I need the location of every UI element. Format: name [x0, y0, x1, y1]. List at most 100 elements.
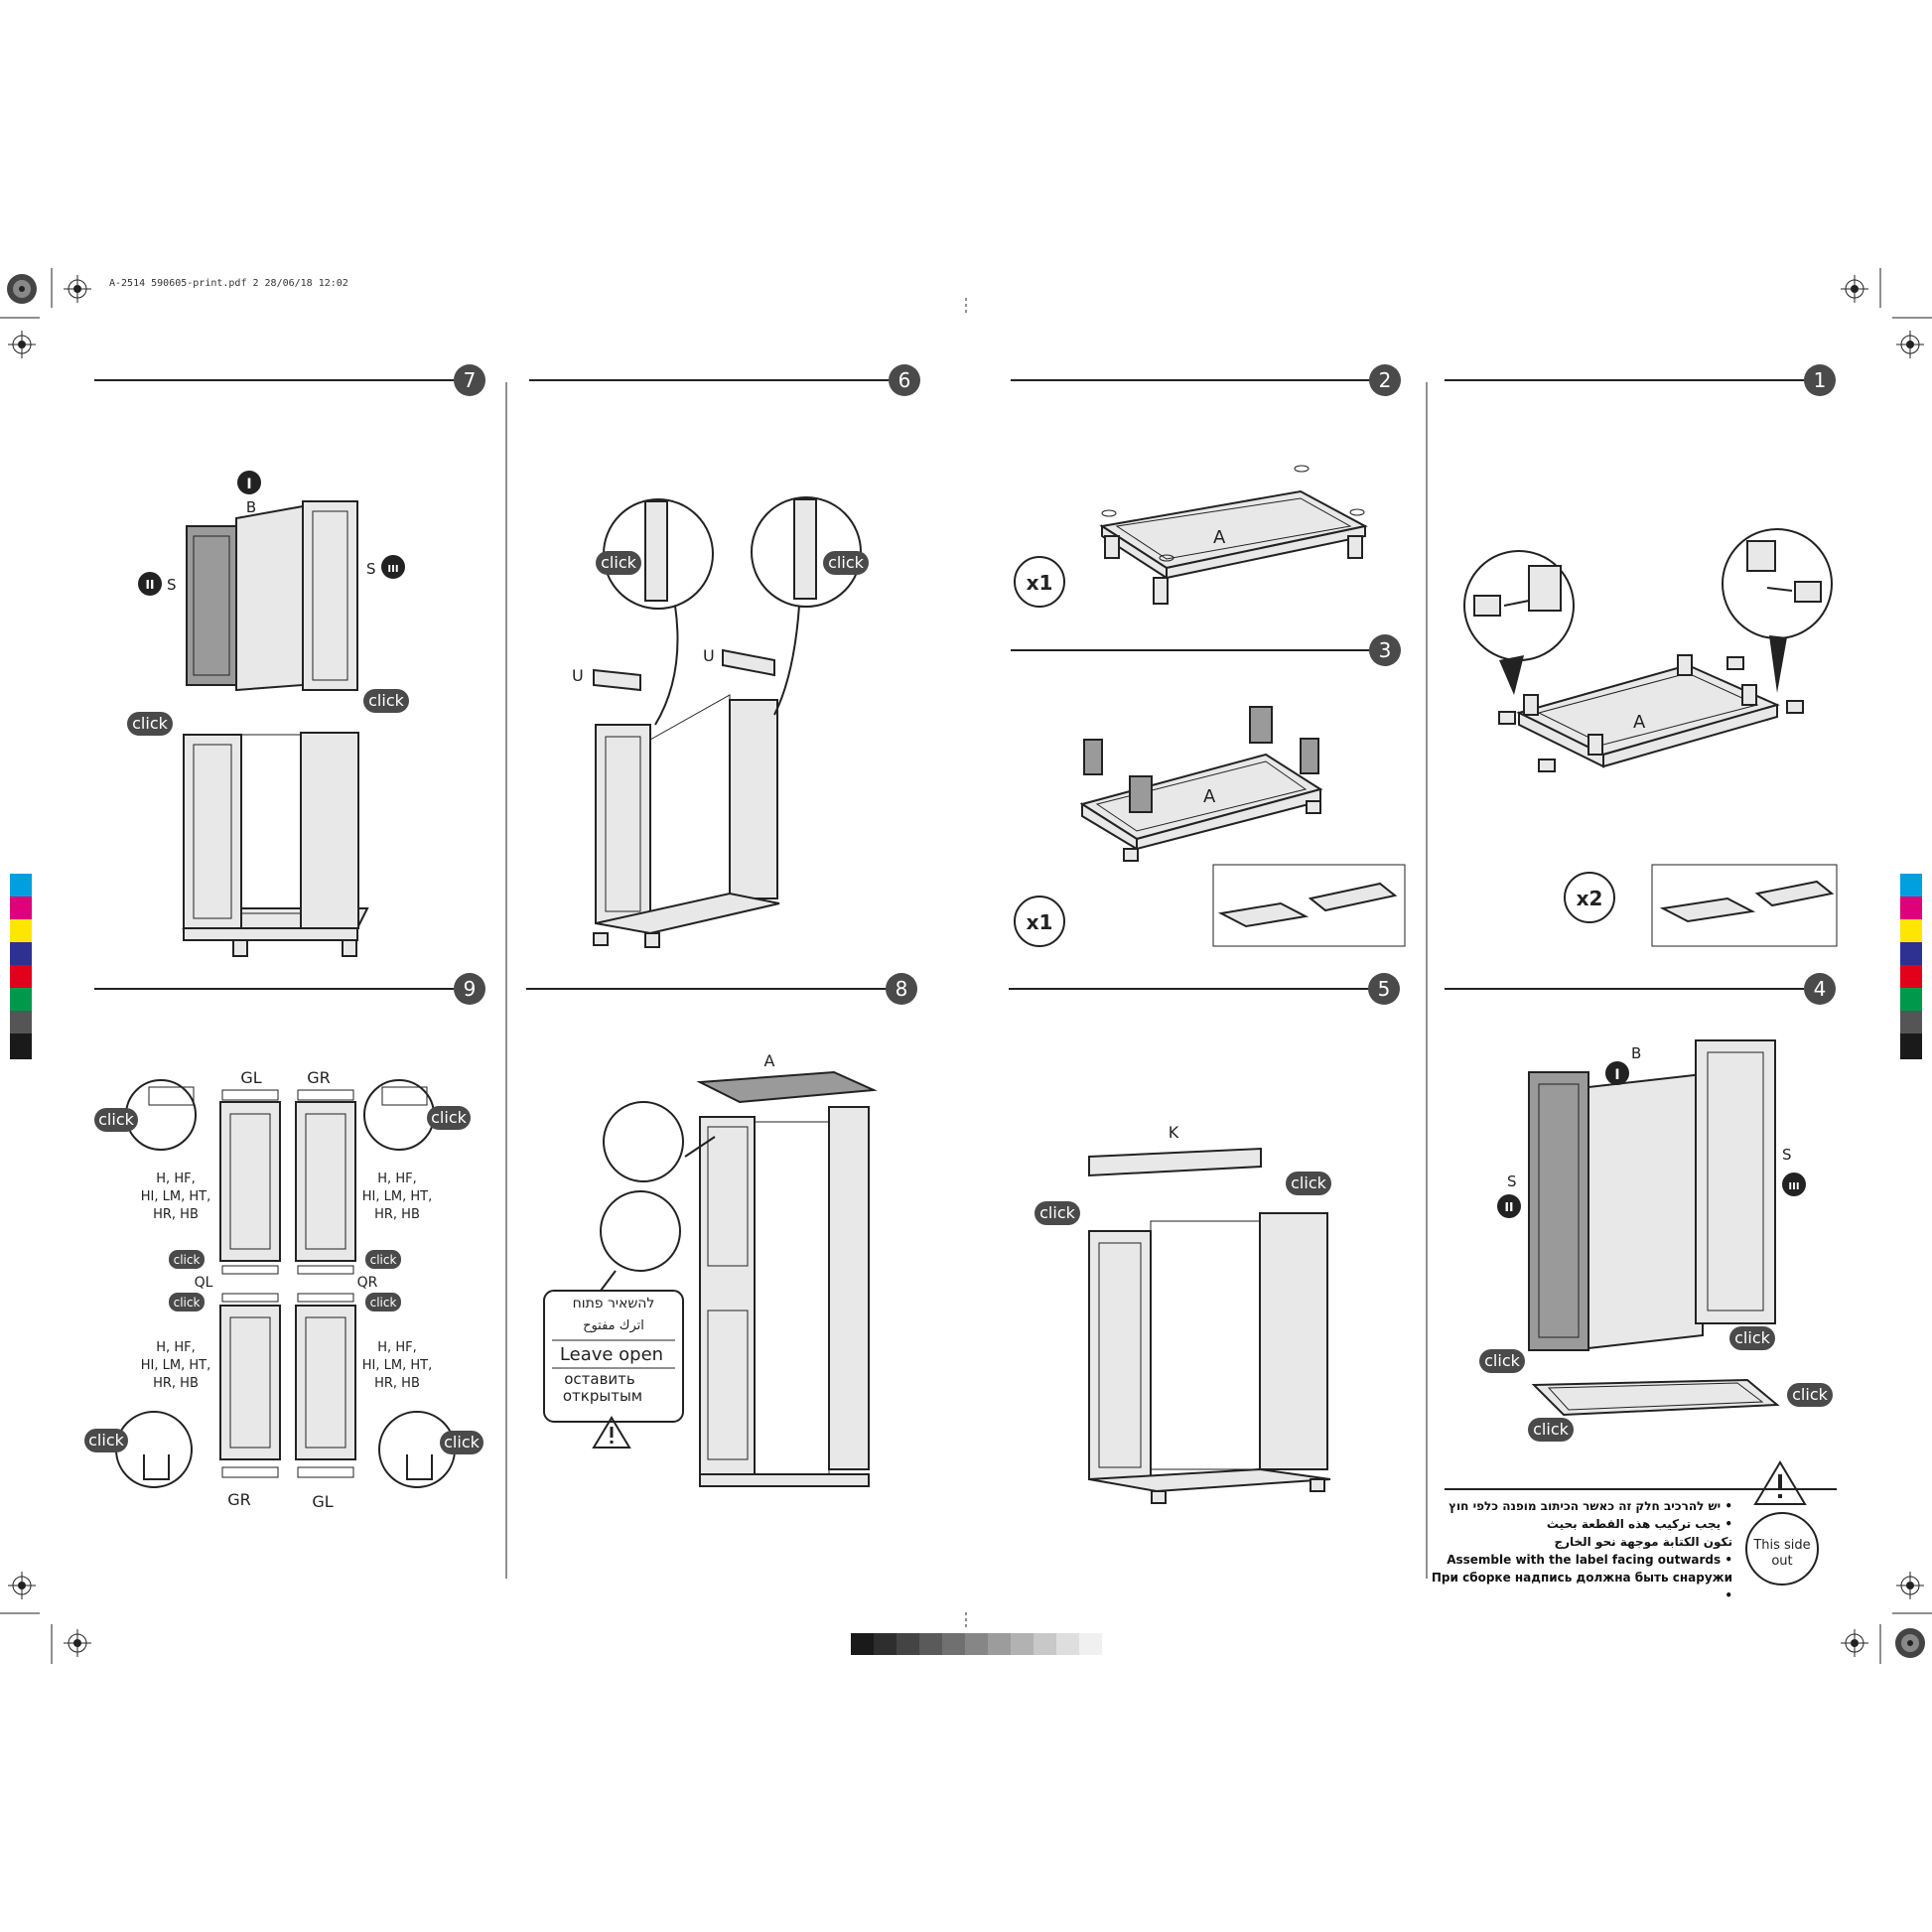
svg-text:click: click: [88, 1431, 124, 1449]
click-bubble: click: [365, 1250, 401, 1269]
click-bubble: click: [1286, 1172, 1331, 1195]
part-label-gl: GL: [240, 1068, 261, 1087]
step-9-illustration: GL GR GR GL QL QR H, HF, HI, LM, HT, HR,…: [84, 1068, 483, 1511]
crosshair-icon: [1841, 275, 1868, 303]
this-side-out-badge: This side out: [1745, 1512, 1819, 1586]
svg-text:click: click: [431, 1108, 467, 1127]
screw-icon: [1101, 465, 1365, 562]
svg-text:HI, LM, HT,: HI, LM, HT,: [362, 1189, 432, 1204]
note-arabic: تكون الكتابة موجهة نحو الخارج: [1554, 1535, 1732, 1549]
door-codes-top-right: H, HF, HI, LM, HT, HR, HB: [362, 1172, 432, 1222]
click-bubble: click: [1528, 1418, 1574, 1442]
crosshair-icon: [1841, 1629, 1868, 1657]
part-label-k: K: [1169, 1123, 1179, 1142]
click-bubble: click: [1035, 1201, 1080, 1225]
grayscale-swatch: [897, 1633, 919, 1655]
roman-numeral: II: [146, 578, 155, 592]
grayscale-swatch: [919, 1633, 942, 1655]
note-russian: При сборке надпись должна быть снаружи •: [1431, 1571, 1732, 1602]
grayscale-swatch: [988, 1633, 1011, 1655]
label-orientation-note: יש להרכיב חלק זה כאשר הכיתוב מופנה כלפי …: [1430, 1497, 1732, 1604]
svg-text:HI, LM, HT,: HI, LM, HT,: [362, 1358, 432, 1373]
click-bubble: click: [365, 1293, 401, 1311]
svg-text:HR, HB: HR, HB: [153, 1207, 199, 1222]
crosshair-icon: [8, 331, 36, 358]
click-bubble: click: [127, 712, 173, 736]
grayscale-swatch: [851, 1633, 874, 1655]
svg-text:click: click: [98, 1110, 134, 1129]
click-bubble: click: [169, 1250, 205, 1269]
part-label-gr: GR: [307, 1068, 331, 1087]
quantity-label: x1: [1027, 571, 1053, 595]
part-label-b: B: [246, 498, 256, 516]
click-bubble: click: [427, 1106, 471, 1130]
svg-text:HR, HB: HR, HB: [153, 1376, 199, 1391]
click-bubble: click: [84, 1429, 128, 1452]
svg-text:click: click: [132, 714, 168, 733]
svg-text:click: click: [370, 1296, 397, 1310]
step-header-9: 9: [94, 973, 485, 1005]
part-label-u: U: [572, 666, 584, 685]
step-6-illustration: U U click click: [572, 496, 869, 948]
step-header-2: 2: [1011, 364, 1401, 396]
step-4-illustration: I B S II S III click click click click: [1445, 1039, 1837, 1586]
step-number: 9: [464, 977, 477, 1001]
grayscale-swatch: [1056, 1633, 1079, 1655]
part-label-ql: QL: [195, 1275, 213, 1291]
grayscale-swatch: [874, 1633, 897, 1655]
door-codes-bottom-right: H, HF, HI, LM, HT, HR, HB: [362, 1340, 432, 1391]
svg-text:click: click: [1039, 1203, 1075, 1222]
step-8-illustration: A להשאיר פתוח اترك مفتوح Leave open оста…: [543, 1051, 878, 1487]
svg-text:click: click: [174, 1296, 201, 1310]
click-bubble: click: [363, 689, 409, 713]
print-info: A-2514 590605-print.pdf 2 28/06/18 12:02: [109, 278, 348, 289]
step-header-8: 8: [526, 973, 917, 1005]
svg-text:click: click: [1484, 1351, 1520, 1370]
leave-open-hebrew: להשאיר פתוח: [573, 1296, 655, 1311]
step-header-5: 5: [1009, 973, 1400, 1005]
click-bubble: click: [440, 1431, 483, 1454]
crosshair-icon: [1896, 1572, 1924, 1599]
step-header-1: 1: [1445, 364, 1836, 396]
step-2-illustration: A x1: [1014, 465, 1368, 608]
step-5-illustration: K click click: [1035, 1123, 1331, 1504]
leave-open-russian: открытым: [563, 1387, 642, 1405]
click-bubble: click: [94, 1108, 138, 1132]
svg-text:click: click: [370, 1253, 397, 1267]
part-label-s: S: [167, 576, 177, 594]
step-number: 4: [1814, 977, 1827, 1001]
svg-text:H, HF,: H, HF,: [377, 1340, 416, 1355]
step-header-7: 7: [94, 364, 485, 396]
door-codes-bottom-left: H, HF, HI, LM, HT, HR, HB: [141, 1340, 210, 1391]
step-1-illustration: A x2: [1463, 528, 1838, 947]
crosshair-icon: [64, 1629, 91, 1657]
svg-text:click: click: [1291, 1173, 1326, 1192]
click-bubble: click: [169, 1293, 205, 1311]
svg-text:click: click: [1533, 1420, 1569, 1439]
roman-numeral: III: [1788, 1181, 1799, 1192]
step-header-3: 3: [1011, 634, 1401, 666]
svg-text:click: click: [828, 553, 864, 572]
click-bubble: click: [1729, 1326, 1775, 1350]
roman-numeral: II: [1505, 1200, 1514, 1214]
part-label-a: A: [764, 1051, 775, 1070]
svg-text:HI, LM, HT,: HI, LM, HT,: [141, 1189, 210, 1204]
part-label-b: B: [1631, 1044, 1641, 1062]
color-bar-left: [10, 874, 32, 1059]
door-codes-top-left: H, HF, HI, LM, HT, HR, HB: [141, 1172, 210, 1222]
crosshair-icon: [1896, 331, 1924, 358]
roman-numeral: I: [246, 477, 251, 492]
part-label-s: S: [1782, 1146, 1792, 1164]
leave-open-russian: оставить: [564, 1370, 635, 1388]
svg-text:click: click: [1792, 1385, 1828, 1404]
part-label-s: S: [366, 560, 376, 578]
leave-open-box: להשאיר פתוח اترك مفتوح Leave open остави…: [543, 1290, 684, 1449]
star-target-icon: [7, 274, 1925, 1658]
svg-text:click: click: [1734, 1328, 1770, 1347]
part-label-gr: GR: [227, 1490, 251, 1509]
svg-text:HR, HB: HR, HB: [374, 1376, 420, 1391]
step-7-illustration: I B II S S III click click: [127, 471, 409, 957]
registration-marks: [0, 268, 1932, 1664]
color-bar-right: [1900, 874, 1922, 1059]
